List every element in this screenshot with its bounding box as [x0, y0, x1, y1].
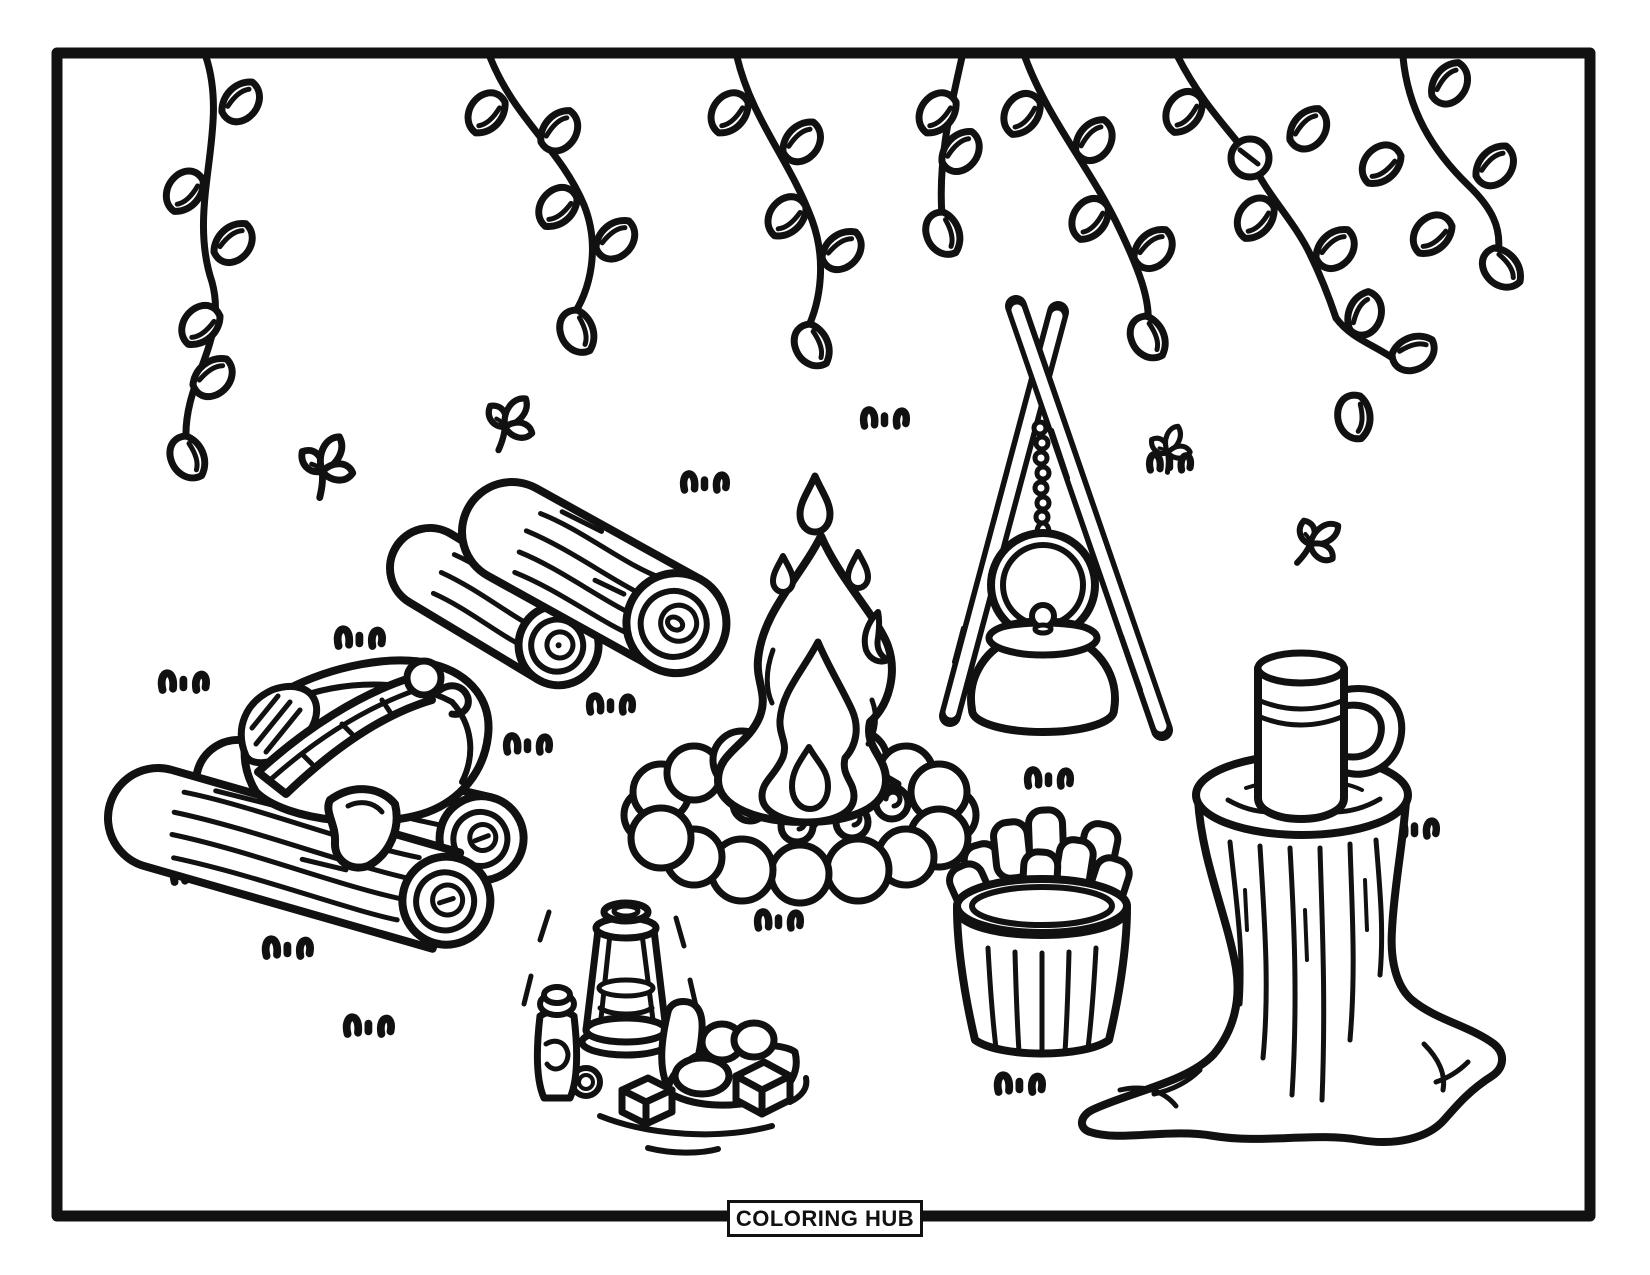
vine-6 [1159, 53, 1436, 443]
firewood-log-front [458, 478, 731, 678]
pile-log-front [104, 764, 495, 953]
bucket-body [953, 875, 1131, 1058]
tripod-stick-right [1005, 295, 1173, 741]
vine-3 [705, 53, 864, 367]
bottle-body [533, 1008, 581, 1102]
vine-1 [160, 53, 265, 480]
mug-handle [1340, 685, 1406, 778]
lantern-shine-marks [521, 909, 699, 1009]
vine-2 [462, 53, 639, 355]
kettle-chain [1031, 419, 1052, 544]
stump-bark-grain [1117, 837, 1471, 1109]
fire-sparks [770, 472, 891, 665]
sugar-cube [618, 1074, 676, 1128]
mug-rim [1254, 649, 1348, 687]
blanket-strap [254, 674, 436, 798]
vine-4 [913, 53, 985, 257]
mug-body [1254, 664, 1348, 823]
sugar-cube [732, 1058, 794, 1118]
falling-leaf-sprig [299, 435, 356, 499]
vine-5 [997, 53, 1177, 359]
falling-leaf-sprig [489, 398, 532, 450]
watermark-text: COLORING HUB [735, 1205, 915, 1231]
mug [1254, 649, 1406, 823]
kettle-body [967, 634, 1119, 736]
tree-stump [1078, 649, 1506, 1146]
falling-leaf-sprig [1288, 513, 1344, 573]
watermark-label: COLORING HUB [727, 1200, 923, 1237]
strap-knob [403, 657, 445, 699]
campfire [620, 472, 980, 907]
bag-marshmallow [730, 1019, 778, 1061]
hanging-kettle [967, 529, 1119, 736]
blanket-fold [324, 785, 401, 872]
campfire-flame [714, 532, 896, 826]
hanging-vines [160, 53, 1522, 480]
camping-lantern [521, 899, 699, 1059]
vine-7 [1358, 53, 1522, 290]
bedroll-log-pile [104, 656, 528, 953]
marshmallow-bucket [946, 806, 1133, 1058]
thermos-bottle [533, 984, 603, 1102]
lantern-fuel-line [596, 977, 656, 999]
stone-ring-front [627, 804, 972, 907]
marshmallow-bag [597, 998, 810, 1156]
bag-marshmallow [671, 1054, 733, 1098]
stump-trunk [1078, 796, 1506, 1146]
rolled-blanket [237, 656, 493, 872]
ground-swooshes [597, 1075, 810, 1156]
firewood-stack [386, 478, 731, 690]
kettle-tripod [939, 295, 1173, 741]
